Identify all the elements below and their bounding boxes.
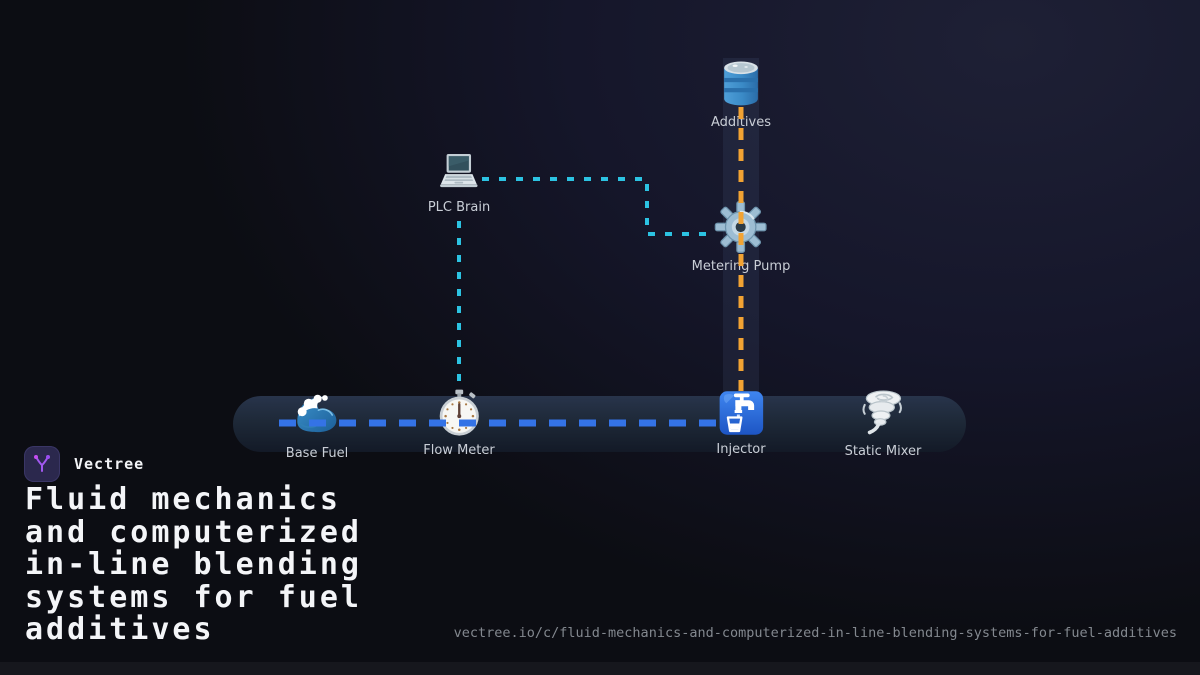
tornado-icon [857,387,909,439]
node-additives: Additives [711,56,771,130]
title-line: in-line blending [25,547,362,582]
title-line: and computerized [25,514,362,550]
title-line: Fluid mechanics [25,482,341,517]
node-label-injector: Injector [716,442,766,457]
node-label-static-mixer: Static Mixer [844,444,922,459]
node-flow-meter: Flow Meter [423,388,495,458]
bottom-strip [0,662,1200,675]
vectree-logo-glyph [34,455,50,472]
node-label-metering-pump: Metering Pump [691,259,791,274]
footer-url: vectree.io/c/fluid-mechanics-and-compute… [453,625,1177,641]
brand-name: Vectree [74,455,145,473]
node-label-additives: Additives [711,115,771,130]
stopwatch-icon [434,388,484,438]
vectree-logo [24,446,60,482]
node-label-base-fuel: Base Fuel [285,446,349,461]
faucet-icon [717,389,765,437]
brand-row: Vectree [24,446,144,482]
title-line: systems for fuel [25,579,362,615]
title-line: additives [25,612,215,647]
node-plc-brain: PLC Brain [428,149,490,215]
laptop-icon [436,149,482,195]
node-label-flow-meter: Flow Meter [423,443,495,458]
node-static-mixer: Static Mixer [844,387,922,459]
page-title: Fluid mechanics and computerized in-line… [25,482,362,647]
node-label-plc-brain: PLC Brain [427,200,491,215]
node-injector: Injector [716,389,766,457]
wave-icon [291,389,343,441]
oil-drum-icon [714,56,768,110]
node-base-fuel: Base Fuel [286,389,348,461]
gear-icon [714,200,768,254]
node-metering-pump: Metering Pump [691,200,791,274]
